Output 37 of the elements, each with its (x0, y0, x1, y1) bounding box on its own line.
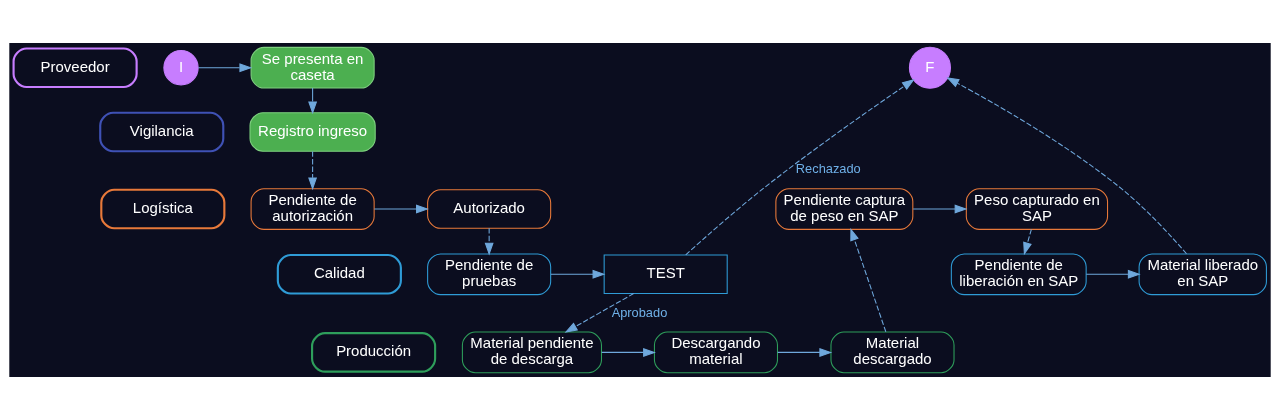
node-box: Logística (100, 188, 226, 230)
node-box: Pendiente de autorización (250, 188, 375, 230)
arrow (550, 269, 606, 279)
arrow (308, 151, 318, 191)
arrow (685, 78, 915, 256)
node-box: Producción (311, 332, 437, 373)
node-box: Material pendiente de descarga (461, 331, 602, 374)
node-box: Autorizado (427, 189, 552, 229)
node-box: TEST (603, 254, 728, 295)
node-box: Descargando material (653, 331, 778, 374)
arrow (850, 227, 887, 333)
node-box: Material descargado (830, 331, 955, 374)
arrow (946, 77, 1188, 255)
arrow (1023, 228, 1032, 256)
arrow (912, 204, 968, 214)
arrow (564, 293, 635, 333)
node-box: Peso capturado en SAP (965, 188, 1109, 230)
node-box: Pendiente de liberación en SAP (950, 253, 1087, 296)
node-circle: I (163, 50, 199, 86)
arrow (777, 347, 833, 357)
arrow (1085, 269, 1141, 279)
node-box: Calidad (276, 253, 402, 295)
arrow (373, 204, 429, 214)
edge-label: Rechazado (795, 161, 861, 177)
node-box: Material liberado en SAP (1138, 253, 1267, 296)
arrow (197, 63, 253, 73)
node-box: Registro ingreso (249, 112, 376, 152)
node-box: Vigilancia (99, 111, 225, 153)
node-box: Proveedor (12, 47, 138, 89)
arrow (484, 227, 494, 256)
node-box: Se presenta en caseta (250, 46, 375, 89)
node-box: Pendiente de pruebas (427, 253, 552, 296)
node-box: Pendiente captura de peso en SAP (775, 188, 914, 230)
node-circle: F (908, 46, 951, 89)
arrow (601, 347, 656, 357)
arrow (308, 87, 318, 115)
edge-label: Aprobado (611, 304, 668, 320)
